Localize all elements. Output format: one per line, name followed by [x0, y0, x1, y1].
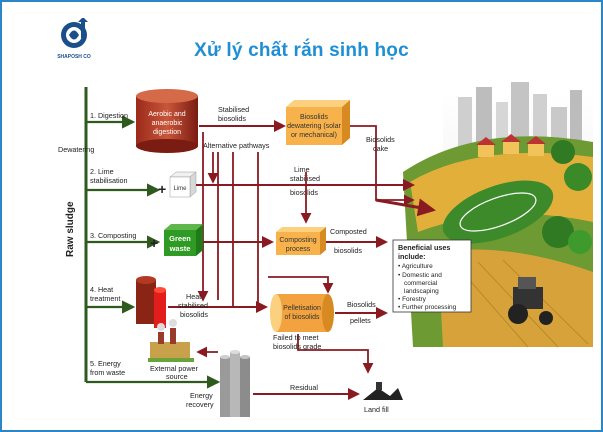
svg-text:or mechanical): or mechanical)	[291, 132, 337, 139]
stabilised-biosolids-label-1: Stabilised	[218, 105, 249, 114]
step-heat-line1: 4. Heat	[90, 285, 113, 294]
biosolids-cake-label-1: Biosolids	[366, 135, 395, 144]
biosolids-cake-label-2: cake	[373, 144, 388, 153]
step-heat-line2: treatment	[90, 294, 120, 303]
lime-stabilised-label-1: Lime	[294, 165, 310, 174]
composting-process-box: Composting process	[276, 227, 326, 255]
page-title: Xử lý chất rắn sinh học	[194, 40, 409, 61]
residual-label: Residual	[290, 383, 318, 392]
step-lime-line2: stabilisation	[90, 176, 128, 185]
stabilised-biosolids-label-2: biosolids	[218, 114, 246, 123]
logo-text: SHAPOSH CO	[57, 54, 91, 60]
heat-stabilised-label-3: biosolids	[180, 310, 208, 319]
heat-treatment-tanks	[136, 276, 166, 328]
svg-text:Beneficial uses: Beneficial uses	[398, 243, 450, 252]
main-flow-arrow	[375, 198, 436, 217]
svg-text:• Forestry: • Forestry	[398, 296, 427, 303]
svg-text:anaerobic: anaerobic	[152, 120, 183, 127]
landfill-icon	[363, 382, 403, 400]
raw-sludge-label: Raw sludge	[65, 201, 76, 257]
svg-text:include:: include:	[398, 252, 426, 261]
alternative-pathways-label: Alternative pathways	[203, 141, 270, 150]
landfill-label: Land fill	[364, 405, 389, 414]
biosolids-flow-diagram: Raw sludge Dewatering 1. Digestion 2. Li…	[58, 82, 593, 417]
svg-text:• Domestic and: • Domestic and	[398, 272, 442, 279]
tractor-icon	[508, 277, 553, 325]
company-logo-icon: SHAPOSH CO	[57, 18, 91, 60]
lime-stabilised-label-3: biosolids	[290, 188, 318, 197]
external-power-label-1: External power	[150, 364, 199, 373]
plus-icon-2: +	[150, 235, 158, 251]
svg-text:Green: Green	[169, 234, 191, 243]
landscape-scene	[403, 82, 593, 348]
svg-text:Aerobic and: Aerobic and	[148, 111, 185, 118]
digester-tank: Aerobic and anaerobic digestion	[136, 89, 198, 153]
svg-text:Pelletisation: Pelletisation	[283, 305, 321, 312]
beneficial-uses-box: Beneficial uses include: • Agriculture •…	[392, 239, 472, 313]
composted-biosolids-label-1: Composted	[330, 227, 367, 236]
biosolids-pellets-label-1: Biosolids	[347, 300, 376, 309]
heat-stabilised-label-2: stabilised	[178, 301, 208, 310]
external-power-source-icon	[148, 319, 194, 362]
svg-text:digestion: digestion	[153, 129, 181, 136]
failed-grade-label-2: biosolids grade	[273, 342, 321, 351]
svg-text:landscaping: landscaping	[404, 288, 439, 295]
step-lime-line1: 2. Lime	[90, 167, 114, 176]
svg-text:Lime: Lime	[173, 186, 187, 192]
lime-box: Lime	[169, 171, 197, 198]
energy-recovery-label-1: Energy	[190, 391, 213, 400]
composted-biosolids-label-2: biosolids	[334, 246, 362, 255]
svg-text:• Agriculture: • Agriculture	[398, 263, 433, 270]
pelletisation-tank: Pelletisation of biosolids	[270, 294, 334, 332]
failed-grade-label-1: Failed to meet	[273, 333, 319, 342]
biosolids-pellets-label-2: pellets	[350, 316, 371, 325]
step-energy-line1: 5. Energy	[90, 359, 121, 368]
energy-recovery-tanks	[220, 350, 250, 417]
svg-text:dewatering (solar: dewatering (solar	[287, 123, 341, 130]
svg-text:Biosolids: Biosolids	[300, 114, 329, 121]
svg-text:commercial: commercial	[404, 280, 438, 287]
svg-text:Composting: Composting	[279, 237, 316, 244]
biosolids-dewatering-box: Biosolids dewatering (solar or mechanica…	[286, 100, 350, 145]
green-waste-box: Green waste	[164, 224, 203, 256]
external-power-label-2: source	[166, 372, 188, 381]
step-digestion: 1. Digestion	[90, 111, 128, 120]
svg-text:• Further processing: • Further processing	[398, 304, 457, 311]
plus-icon: +	[158, 181, 166, 197]
step-energy-line2: from waste	[90, 368, 125, 377]
dewatering-label: Dewatering	[58, 145, 94, 154]
step-composting: 3. Composting	[90, 231, 136, 240]
heat-stabilised-label-1: Heat	[186, 292, 201, 301]
svg-text:process: process	[286, 246, 311, 253]
lime-stabilised-label-2: stabilised	[290, 174, 320, 183]
svg-text:of biosolids: of biosolids	[284, 314, 320, 321]
energy-recovery-label-2: recovery	[186, 400, 214, 409]
svg-text:waste: waste	[169, 244, 191, 253]
